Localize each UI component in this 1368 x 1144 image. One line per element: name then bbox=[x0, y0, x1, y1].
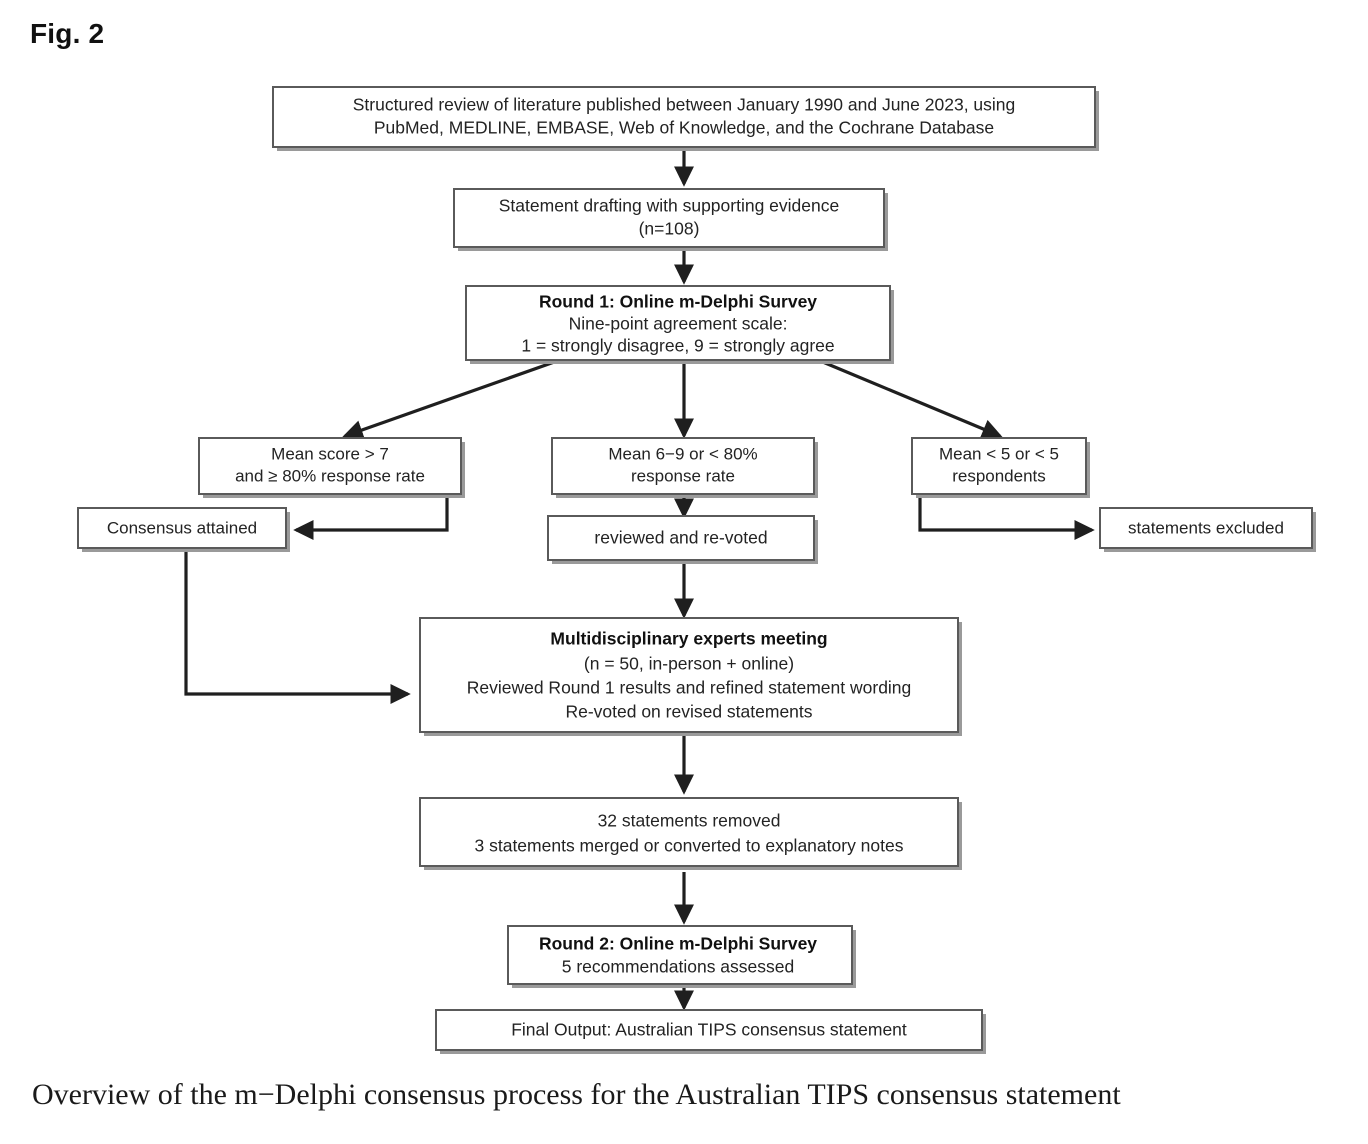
flowchart-svg: Structured review of literature publishe… bbox=[77, 86, 1316, 1054]
node-round-2-line-1: 5 recommendations assessed bbox=[562, 957, 794, 977]
node-branch-revote-line-0: Mean 6−9 or < 80% bbox=[608, 444, 757, 463]
node-round-1-line-2: 1 = strongly disagree, 9 = strongly agre… bbox=[521, 336, 834, 356]
node-literature-review-line-0: Structured review of literature publishe… bbox=[353, 95, 1016, 115]
node-consensus-attained-label: Consensus attained bbox=[107, 518, 257, 537]
edge-branch-consensus-to-consensus-attained bbox=[293, 484, 449, 541]
flowchart-container: Structured review of literature publishe… bbox=[0, 60, 1368, 1060]
node-branch-revote: Mean 6−9 or < 80% response rate bbox=[551, 437, 818, 498]
node-experts-meeting-line-2: Reviewed Round 1 results and refined sta… bbox=[467, 678, 912, 698]
edge-branch-excluded-to-statements-excluded bbox=[918, 484, 1095, 541]
node-statement-drafting-line-1: (n=108) bbox=[639, 219, 700, 239]
figure-label: Fig. 2 bbox=[30, 18, 105, 49]
node-consensus-attained: Consensus attained bbox=[77, 507, 290, 552]
node-branch-excluded-line-1: respondents bbox=[952, 466, 1046, 485]
node-statement-drafting-line-0: Statement drafting with supporting evide… bbox=[499, 196, 839, 216]
node-round-1-title: Round 1: Online m-Delphi Survey bbox=[539, 292, 817, 312]
edge-round1-to-branch-excluded bbox=[817, 358, 1003, 439]
node-final-output: Final Output: Australian TIPS consensus … bbox=[435, 1009, 986, 1054]
figure-caption: Overview of the m−Delphi consensus proce… bbox=[32, 1078, 1121, 1111]
node-experts-meeting-title: Multidisciplinary experts meeting bbox=[550, 629, 827, 649]
node-experts-meeting-line-3: Re-voted on revised statements bbox=[565, 702, 812, 722]
node-statements-excluded: statements excluded bbox=[1099, 507, 1316, 552]
node-reviewed-revoted: reviewed and re-voted bbox=[547, 515, 818, 564]
node-branch-excluded: Mean < 5 or < 5 respondents bbox=[911, 437, 1090, 498]
node-round-2: Round 2: Online m-Delphi Survey 5 recomm… bbox=[507, 925, 856, 988]
node-final-output-label: Final Output: Australian TIPS consensus … bbox=[511, 1020, 907, 1040]
node-round-1: Round 1: Online m-Delphi Survey Nine-poi… bbox=[465, 285, 894, 364]
node-branch-revote-line-1: response rate bbox=[631, 466, 735, 485]
node-literature-review: Structured review of literature publishe… bbox=[272, 86, 1099, 151]
node-experts-meeting: Multidisciplinary experts meeting (n = 5… bbox=[419, 617, 962, 736]
node-statements-removed: 32 statements removed 3 statements merge… bbox=[419, 797, 962, 870]
node-branch-consensus: Mean score > 7 and ≥ 80% response rate bbox=[198, 437, 465, 498]
node-round-1-line-1: Nine-point agreement scale: bbox=[569, 314, 788, 334]
edge-round1-to-branch-consensus bbox=[342, 358, 561, 440]
node-reviewed-revoted-label: reviewed and re-voted bbox=[594, 528, 767, 548]
node-experts-meeting-line-1: (n = 50, in-person + online) bbox=[584, 654, 794, 674]
node-round-2-title: Round 2: Online m-Delphi Survey bbox=[539, 934, 817, 954]
node-statements-removed-line-1: 3 statements merged or converted to expl… bbox=[475, 836, 904, 856]
node-branch-excluded-line-0: Mean < 5 or < 5 bbox=[939, 444, 1059, 463]
node-branch-consensus-line-0: Mean score > 7 bbox=[271, 444, 389, 463]
node-branch-consensus-line-1: and ≥ 80% response rate bbox=[235, 466, 425, 485]
node-statements-excluded-label: statements excluded bbox=[1128, 518, 1284, 537]
node-literature-review-line-1: PubMed, MEDLINE, EMBASE, Web of Knowledg… bbox=[374, 118, 994, 138]
node-statement-drafting: Statement drafting with supporting evide… bbox=[453, 188, 888, 251]
node-statements-removed-line-0: 32 statements removed bbox=[598, 811, 781, 831]
edge-consensus-attained-to-experts bbox=[184, 552, 411, 705]
